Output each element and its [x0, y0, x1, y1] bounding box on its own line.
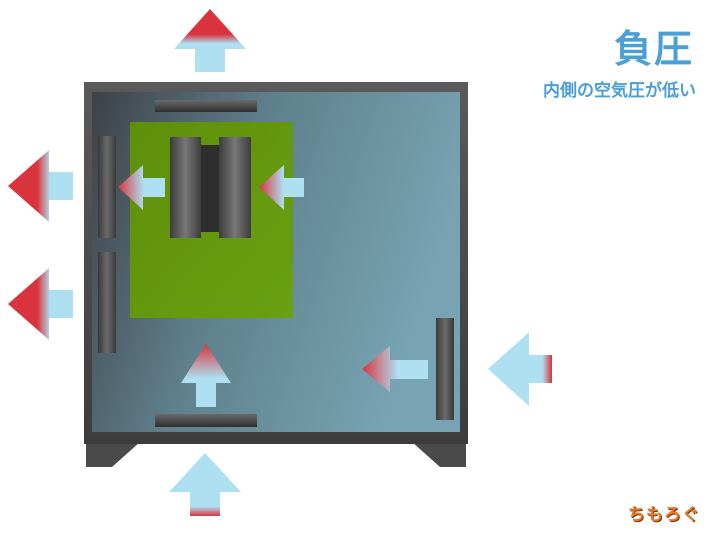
exhaust-arrow-rear-lower — [8, 268, 73, 340]
cooler-fan — [201, 145, 219, 232]
cpu-cooler — [170, 137, 251, 238]
bottom-fan — [155, 414, 257, 427]
exhaust-arrow-top — [174, 9, 246, 72]
rear-fan-upper — [98, 136, 116, 238]
rear-fan-lower — [98, 252, 116, 353]
internal-arrow-to-rear-fan — [118, 165, 165, 210]
case-foot-right — [412, 442, 466, 467]
intake-arrow-bottom — [169, 453, 241, 516]
intake-arrow-front — [488, 332, 552, 406]
internal-arrow-to-cooler — [259, 165, 304, 210]
internal-arrow-from-bottom-fan — [181, 344, 231, 407]
diagram-subtitle: 内側の空気圧が低い — [543, 81, 696, 101]
diagram-title: 負圧 — [613, 27, 694, 71]
heatsink-right — [219, 137, 251, 238]
exhaust-arrow-rear-upper — [8, 150, 73, 222]
heatsink-left — [170, 137, 201, 238]
site-logo: ちもろぐ — [628, 505, 700, 525]
front-fan — [436, 318, 454, 420]
case-feet — [86, 442, 466, 467]
case-foot-left — [86, 442, 140, 467]
top-fan — [155, 100, 257, 112]
internal-arrow-from-front-fan — [362, 346, 428, 392]
